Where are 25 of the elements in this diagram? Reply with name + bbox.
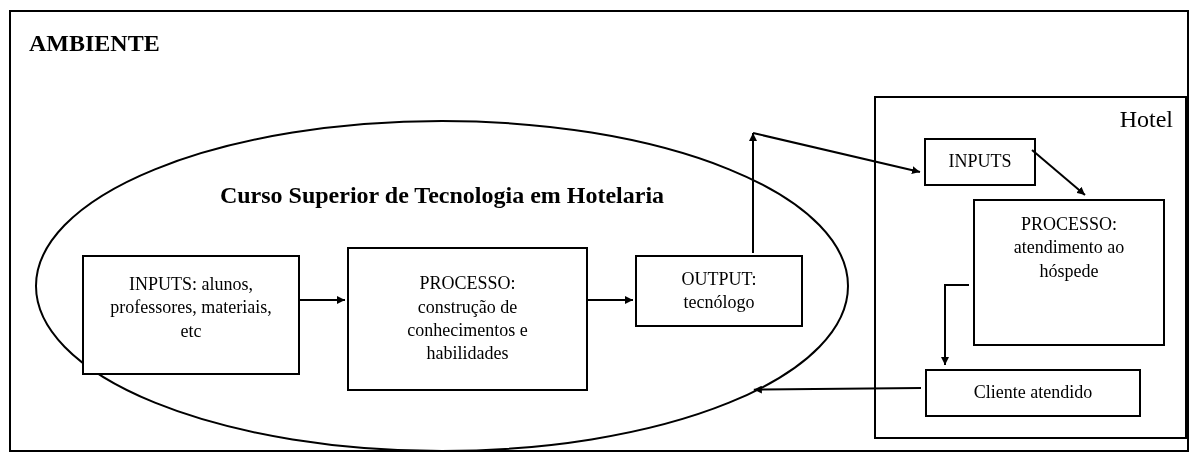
arrow [297,296,346,304]
environment-frame [9,10,1189,452]
frame-heading: Hotel [1119,106,1173,133]
course-ellipse [35,120,849,452]
process-box [347,247,588,391]
arrow [585,296,634,304]
arrow [752,132,921,175]
process-box [82,255,300,375]
process-box [635,255,803,327]
process-box [925,369,1141,417]
arrow [752,385,922,394]
frame-heading: AMBIENTE [29,30,160,57]
box-text: PROCESSO: construção de conhecimentos e habilidades [406,272,529,366]
process-box [924,138,1036,186]
arrow [1031,149,1086,196]
process-box [973,199,1165,346]
ellipse-heading: Curso Superior de Tecnologia em Hotelaria [218,182,666,209]
box-text: INPUTS: alunos, professores, materiais, etc [109,273,273,343]
box-text: PROCESSO: atendimento ao hóspede [1012,213,1126,283]
box-text: INPUTS [948,150,1012,174]
arrow [941,284,970,366]
hotel-frame [874,96,1187,439]
box-text: Cliente atendido [973,381,1093,405]
arrow [749,132,757,254]
box-text: OUTPUT: tecnólogo [680,267,758,314]
